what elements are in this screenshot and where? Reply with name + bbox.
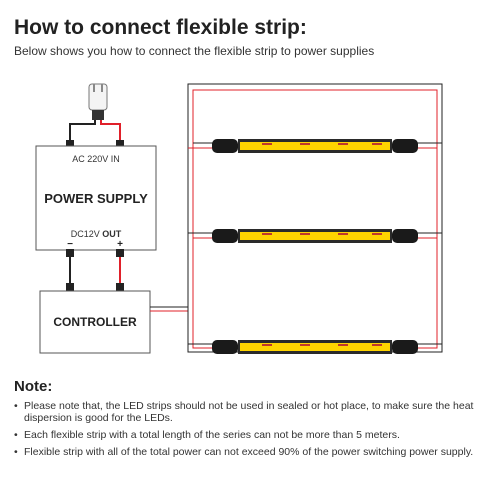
output-word: OUT <box>102 229 122 239</box>
note-title: Note: <box>14 378 53 395</box>
note-text: Flexible strip with all of the total pow… <box>24 446 474 458</box>
controller-box <box>39 290 151 354</box>
minus-terminal-label: − <box>67 239 73 250</box>
output-voltage: DC12V <box>71 229 100 239</box>
led-strip-1 <box>188 139 442 153</box>
page-title: How to connect flexible strip: <box>14 16 307 39</box>
power-supply-input-label: AC 220V IN <box>72 154 120 164</box>
note-list: • Please note that, the LED strips should… <box>14 400 474 463</box>
controller-name: CONTROLLER <box>53 315 137 329</box>
power-supply-name: POWER SUPPLY <box>44 191 148 206</box>
power-supply-box <box>35 145 157 251</box>
led-strip-2 <box>188 229 442 243</box>
bullet-icon: • <box>14 429 18 441</box>
note-item: • Flexible strip with all of the total po… <box>14 446 474 458</box>
note-text: Each flexible strip with a total length … <box>24 429 400 441</box>
page-subtitle: Below shows you how to connect the flexi… <box>14 44 375 58</box>
bullet-icon: • <box>14 446 18 458</box>
note-item: • Each flexible strip with a total length… <box>14 429 474 441</box>
ac-plug-icon <box>88 83 108 120</box>
led-strip-3 <box>188 340 442 354</box>
power-supply-output-label: DC12V OUT <box>71 229 122 239</box>
note-text: Please note that, the LED strips should … <box>24 400 474 424</box>
plus-terminal-label: + <box>117 239 123 250</box>
note-item: • Please note that, the LED strips should… <box>14 400 474 424</box>
wiring-diagram: AC 220V IN POWER SUPPLY DC12V OUT − + CO… <box>35 83 443 354</box>
ac-input-wire-black <box>69 120 96 146</box>
ac-input-wire-red <box>100 120 121 146</box>
bus-black-frame <box>187 83 443 353</box>
bullet-icon: • <box>14 400 18 412</box>
bus-red-frame <box>192 89 438 349</box>
